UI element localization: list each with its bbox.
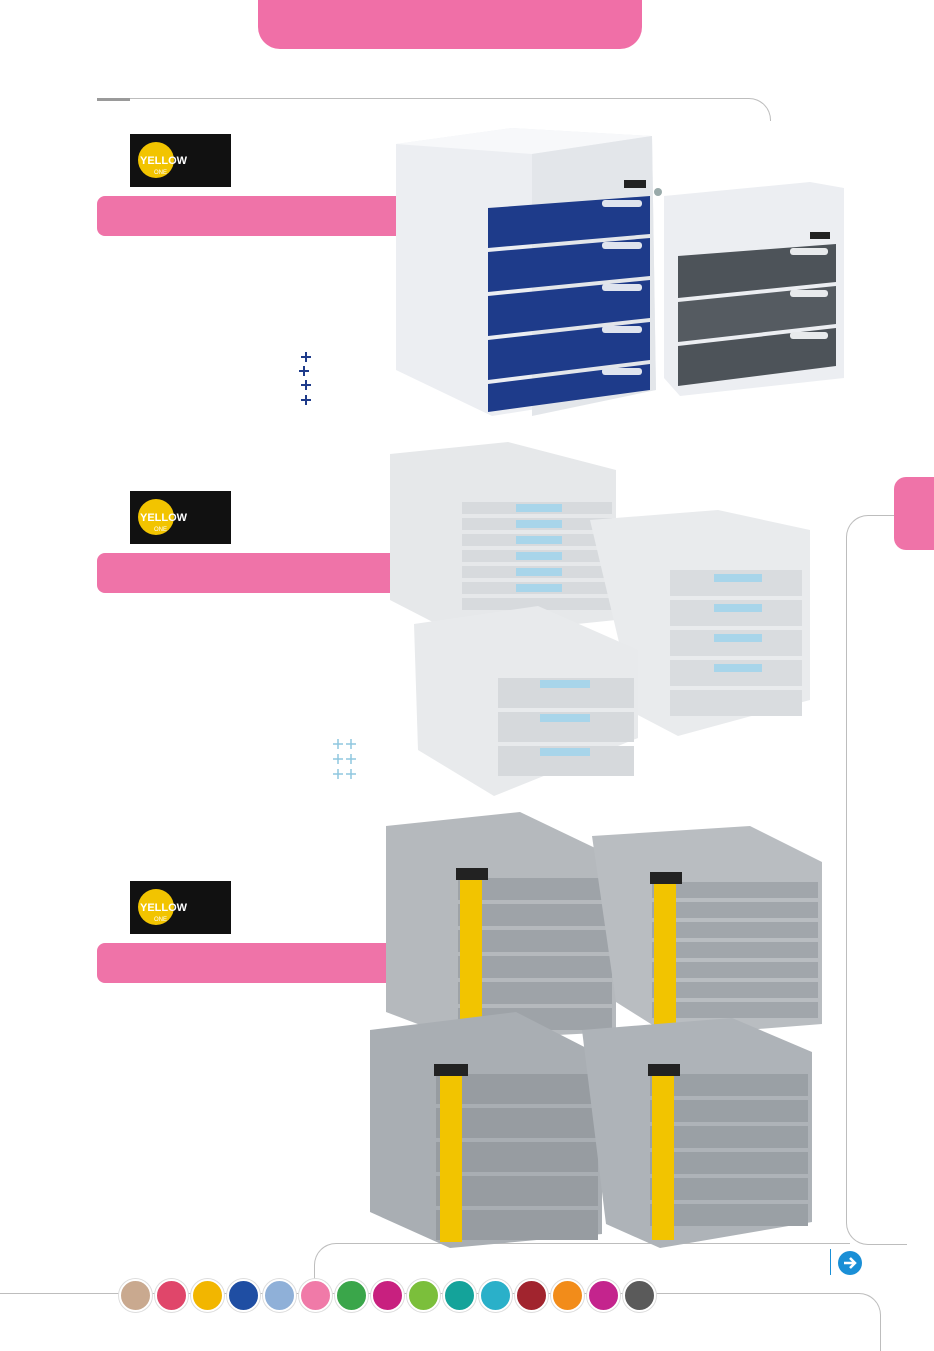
section-band [97,553,397,593]
sparkle-icon [297,350,317,413]
printer-icon[interactable] [335,1279,368,1312]
pen-icon[interactable] [227,1279,260,1312]
ink-icon[interactable] [479,1279,512,1312]
right-rule [846,515,907,1245]
bottom-rule [314,1243,850,1294]
sparkle-icon [332,738,358,787]
product-photo-grey-cabinet [660,178,850,403]
fan-icon[interactable] [119,1279,152,1312]
section-band [97,943,397,983]
binder-icon[interactable] [299,1279,332,1312]
yellow-one-logo: YELLOW ONE [130,491,231,544]
svg-text:ONE: ONE [154,170,167,176]
paint-icon[interactable] [191,1279,224,1312]
footer-rule [0,1293,881,1351]
svg-text:YELLOW: YELLOW [140,902,188,914]
svg-text:ONE: ONE [154,917,167,923]
presentation-icon[interactable] [371,1279,404,1312]
section-band [97,196,397,236]
product-photo-light-cabinets [388,440,828,805]
cup-icon[interactable] [155,1279,188,1312]
svg-text:ONE: ONE [154,527,167,533]
top-frame-line [97,98,130,101]
header-tab [258,0,642,49]
side-index-tab[interactable] [894,477,934,550]
tape-icon[interactable] [587,1279,620,1312]
arrow-divider [830,1249,831,1275]
yellow-one-logo: YELLOW ONE [130,881,231,934]
yellow-one-logo: YELLOW ONE [130,134,231,187]
clip-icon[interactable] [263,1279,296,1312]
svg-text:YELLOW: YELLOW [140,155,188,167]
calculator-icon[interactable] [623,1279,656,1312]
box-icon[interactable] [515,1279,548,1312]
product-photo-a4-cabinets [370,812,830,1257]
product-photo-blue-cabinet [392,120,682,425]
arrow-right-icon[interactable] [838,1251,862,1275]
laminator-icon[interactable] [443,1279,476,1312]
document-icon[interactable] [551,1279,584,1312]
top-rule [130,98,771,121]
svg-text:YELLOW: YELLOW [140,512,188,524]
stamp-icon[interactable] [407,1279,440,1312]
